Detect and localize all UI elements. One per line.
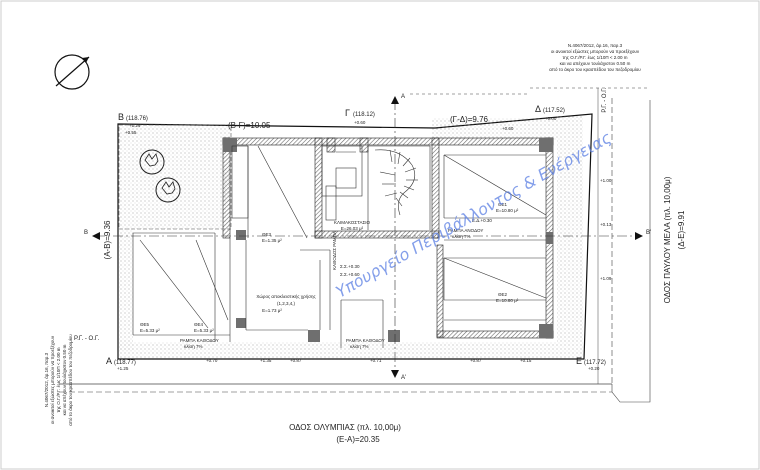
side-length-gd: (Γ-Δ)=9.76 xyxy=(450,115,489,124)
interior-lines xyxy=(132,145,547,348)
street-name-right: ΟΔΟΣ ΠΑΥΛΟΥ ΜΕΛΑ (πλ. 10,00μ) xyxy=(663,176,672,303)
svg-text:+1.25: +1.25 xyxy=(117,366,129,371)
svg-text:(117.52): (117.52) xyxy=(543,108,565,114)
svg-text:(1,2,3,4,): (1,2,3,4,) xyxy=(277,301,296,306)
svg-text:Α': Α' xyxy=(401,375,406,381)
plot-boundary xyxy=(117,113,593,360)
room-labels: ΚΛΙΜΑΚΟΣΤΑΣΙΟ E=26.03 μ² Χώρος αποκλειστ… xyxy=(140,202,519,349)
svg-text:κλίση 7%: κλίση 7% xyxy=(350,344,369,349)
svg-text:ΘΕ5: ΘΕ5 xyxy=(140,322,150,327)
svg-text:E=26.03 μ²: E=26.03 μ² xyxy=(341,226,364,231)
svg-text:+0.55: +0.55 xyxy=(125,130,137,135)
regulation-note-top: Ν.4067/2012, άρ.16, παρ.3 οι ανοικτοί εξ… xyxy=(549,42,641,72)
svg-text:+0.60: +0.60 xyxy=(354,120,366,125)
svg-text:ΡΑΜΠΑ ΑΝΟΔΟΥ: ΡΑΜΠΑ ΑΝΟΔΟΥ xyxy=(448,228,483,233)
svg-text:ΘΕ4: ΘΕ4 xyxy=(194,322,204,327)
svg-text:(118.12): (118.12) xyxy=(353,112,375,118)
svg-text:Α: Α xyxy=(106,356,112,366)
section-markers: Α Α' Β Β' xyxy=(84,94,651,381)
svg-text:+0.87: +0.87 xyxy=(470,358,482,363)
svg-text:E=1.73 μ²: E=1.73 μ² xyxy=(262,308,282,313)
svg-text:Δ: Δ xyxy=(535,104,541,114)
svg-text:της Ο.Γ./Ρ.Γ. έως 1/10Π < 2.00: της Ο.Γ./Ρ.Γ. έως 1/10Π < 2.00 m xyxy=(563,54,628,60)
street-name-bottom: ΟΔΟΣ ΟΛΥΜΠΙΑΣ (πλ. 10,00μ) xyxy=(289,423,401,432)
svg-text:+1.00: +1.00 xyxy=(600,178,612,183)
svg-text:+0.70: +0.70 xyxy=(206,358,218,363)
svg-text:κλίση 7%: κλίση 7% xyxy=(452,234,471,239)
svg-text:Β: Β xyxy=(84,230,88,236)
svg-text:Ν.4067/2012, άρ.16, παρ.3: Ν.4067/2012, άρ.16, παρ.3 xyxy=(43,352,49,407)
garden-area xyxy=(118,116,583,358)
svg-text:E=1.35 μ²: E=1.35 μ² xyxy=(262,238,282,243)
corner-label-g: Γ (118.12) +0.60 xyxy=(345,108,375,125)
svg-text:Ε.Δ.+0.30: Ε.Δ.+0.30 xyxy=(472,218,492,223)
svg-text:Σ.Σ.+0.30: Σ.Σ.+0.30 xyxy=(340,264,360,269)
corner-label-d: Δ (117.52) +0.00 xyxy=(535,104,565,121)
svg-text:ΘΕ3: ΘΕ3 xyxy=(262,232,272,237)
svg-text:και να απέχουν τουλάχιστον 0.5: και να απέχουν τουλάχιστον 0.50 m xyxy=(61,344,67,415)
svg-text:+1.24: +1.24 xyxy=(129,123,141,128)
svg-text:Α: Α xyxy=(401,94,405,100)
svg-text:+0.20: +0.20 xyxy=(588,366,600,371)
svg-text:+0.71: +0.71 xyxy=(370,358,382,363)
svg-text:και να απέχουν τουλάχιστον 0.5: και να απέχουν τουλάχιστον 0.50 m xyxy=(560,60,631,66)
svg-text:+0.60: +0.60 xyxy=(502,126,514,131)
svg-text:Γ: Γ xyxy=(345,108,350,118)
svg-text:Ν.4067/2012, άρ.16, παρ.3: Ν.4067/2012, άρ.16, παρ.3 xyxy=(568,42,623,48)
svg-text:από το άκρο του κρασπέδου του: από το άκρο του κρασπέδου του πεζοδρομίο… xyxy=(67,334,73,426)
svg-text:ΚΛΙΜΑΚΟΣΤΑΣΙΟ: ΚΛΙΜΑΚΟΣΤΑΣΙΟ xyxy=(334,220,371,225)
svg-text:+0.15: +0.15 xyxy=(520,358,532,363)
svg-text:ΘΕ2: ΘΕ2 xyxy=(498,292,508,297)
svg-text:οι ανοικτοί εξώστες μπορούν να: οι ανοικτοί εξώστες μπορούν να προεξέχου… xyxy=(551,48,640,54)
svg-text:Β: Β xyxy=(118,112,124,122)
svg-text:Σ.Σ.+0.60: Σ.Σ.+0.60 xyxy=(340,272,360,277)
svg-text:+0.13: +0.13 xyxy=(600,222,612,227)
svg-text:+1.09: +1.09 xyxy=(600,276,612,281)
svg-text:+1.35: +1.35 xyxy=(260,358,272,363)
svg-text:(117.72): (117.72) xyxy=(584,360,606,366)
corner-label-a: Α (118.77) +1.25 xyxy=(106,356,136,371)
svg-text:E=5.33 μ²: E=5.33 μ² xyxy=(194,328,214,333)
building-line-right: Ρ.Γ. - Ο.Γ. xyxy=(602,87,608,113)
side-length-de: (Δ-Ε)=9.91 xyxy=(677,210,686,249)
svg-text:της Ο.Γ./Ρ.Γ. έως 1/10Π < 2.00: της Ο.Γ./Ρ.Γ. έως 1/10Π < 2.00 m xyxy=(55,347,61,412)
svg-text:οι ανοικτοί εξώστες μπορούν να: οι ανοικτοί εξώστες μπορούν να προεξέχου… xyxy=(49,335,55,424)
street-lines xyxy=(60,87,651,403)
svg-text:ΡΑΜΠΑ ΚΑΘΟΔΟΥ: ΡΑΜΠΑ ΚΑΘΟΔΟΥ xyxy=(346,338,385,343)
corner-label-e: Ε (117.72) +0.20 xyxy=(576,356,606,371)
svg-text:E=5.33 μ²: E=5.33 μ² xyxy=(140,328,160,333)
columns xyxy=(223,138,553,342)
svg-text:ΘΕ1: ΘΕ1 xyxy=(498,202,508,207)
svg-text:κλίση 7%: κλίση 7% xyxy=(184,344,203,349)
tree-icon xyxy=(139,149,181,203)
svg-text:ΡΑΜΠΑ ΚΑΘΟΔΟΥ: ΡΑΜΠΑ ΚΑΘΟΔΟΥ xyxy=(180,338,219,343)
section-lines xyxy=(95,100,640,375)
corner-label-b: Β (118.76) +1.24 xyxy=(118,112,148,128)
svg-text:από το άκρο του κρασπέδου του: από το άκρο του κρασπέδου του πεζοδρομίο… xyxy=(549,66,641,72)
spot-levels: +0.55 +1.00 +0.60 +1.09 +0.87 +0.71 +0.7… xyxy=(125,126,612,363)
north-arrow-icon xyxy=(54,54,90,90)
svg-text:E=10.80 μ²: E=10.80 μ² xyxy=(496,298,519,303)
side-length-ea: (Ε-Α)=20.35 xyxy=(336,435,380,444)
regulation-note-side: Ν.4067/2012, άρ.16, παρ.3 οι ανοικτοί εξ… xyxy=(43,334,73,426)
svg-text:E=10.80 μ²: E=10.80 μ² xyxy=(496,208,519,213)
building-line-left: Ρ.Γ. - Ο.Γ. xyxy=(74,336,100,342)
svg-text:+0.00: +0.00 xyxy=(545,116,557,121)
side-length-ab: (Α-Β)=9.36 xyxy=(103,220,112,259)
svg-text:Β': Β' xyxy=(646,230,651,236)
svg-text:Ε: Ε xyxy=(576,356,582,366)
svg-text:+0.87: +0.87 xyxy=(290,358,302,363)
side-length-bg: (Β-Γ)=10.05 xyxy=(228,121,271,130)
svg-text:(118.77): (118.77) xyxy=(114,360,136,366)
stair-icon xyxy=(374,149,418,216)
svg-text:ΚΑΘΟΔΟΣ ΡΑΜΠΑ: ΚΑΘΟΔΟΣ ΡΑΜΠΑ xyxy=(332,231,337,270)
svg-text:(118.76): (118.76) xyxy=(126,116,148,122)
svg-text:Χώρος αποκλειστικής χρήσης: Χώρος αποκλειστικής χρήσης xyxy=(256,293,316,299)
